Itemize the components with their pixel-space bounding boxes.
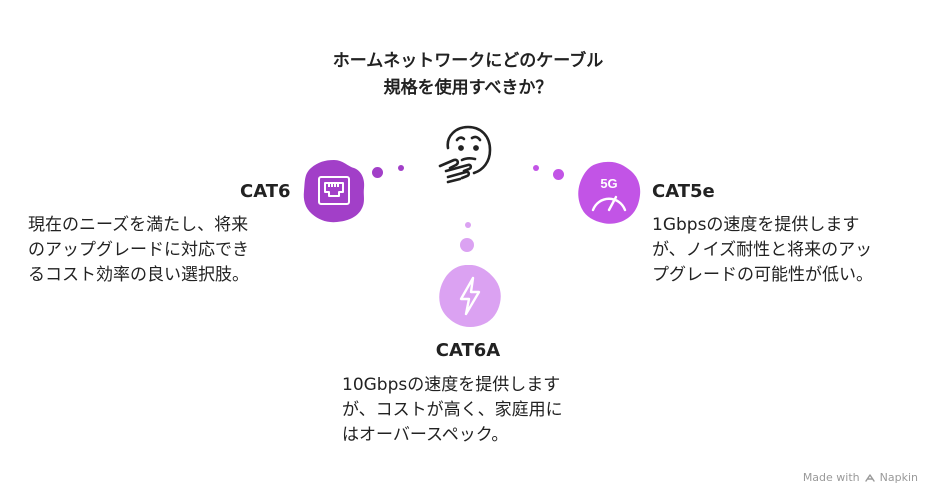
napkin-logo-icon bbox=[864, 473, 875, 482]
cat6a-desc-line-3: はオーバースペック。 bbox=[342, 425, 509, 445]
cat6-desc-line-1: 現在のニーズを満たし、将来 bbox=[28, 215, 249, 235]
cat6a-description: 10Gbpsの速度を提供します が、コストが高く、家庭用に はオーバースペック。 bbox=[342, 373, 563, 448]
cat6-icon-blob bbox=[303, 160, 365, 223]
cat5e-desc-line-2: が、ノイズ耐性と将来のアッ bbox=[652, 240, 873, 260]
title-line-2: 規格を使用すべきか？ bbox=[383, 78, 553, 98]
connector-dot bbox=[398, 165, 404, 171]
cat6a-title: CAT6A bbox=[435, 340, 501, 361]
cat5e-desc-line-1: 1Gbpsの速度を提供します bbox=[652, 215, 860, 235]
cat6a-icon-blob bbox=[439, 265, 501, 327]
connector-dot bbox=[465, 222, 471, 228]
diagram-title: ホームネットワークにどのケーブル 規格を使用すべきか？ bbox=[268, 48, 668, 102]
cat6-desc-line-2: のアップグレードに対応でき bbox=[28, 240, 249, 260]
5g-gauge-icon: 5G bbox=[591, 176, 627, 212]
cat6a-desc-line-2: が、コストが高く、家庭用に bbox=[342, 400, 563, 420]
lightning-bolt-icon bbox=[459, 276, 481, 316]
footer-brand: Napkin bbox=[879, 471, 918, 484]
cat6-description: 現在のニーズを満たし、将来 のアップグレードに対応でき るコスト効率の良い選択肢… bbox=[28, 213, 249, 288]
connector-dot bbox=[533, 165, 539, 171]
badge-5g: 5G bbox=[600, 176, 617, 191]
ethernet-port-icon bbox=[318, 176, 350, 205]
napkin-watermark[interactable]: Made with Napkin bbox=[803, 471, 918, 484]
connector-dot bbox=[553, 169, 564, 180]
cat5e-icon-blob: 5G bbox=[578, 161, 641, 224]
connector-dot bbox=[372, 167, 383, 178]
footer-made-with: Made with bbox=[802, 471, 860, 484]
connector-dot bbox=[460, 238, 474, 252]
cat5e-desc-line-3: プグレードの可能性が低い。 bbox=[652, 265, 873, 285]
cat6-title: CAT6 bbox=[240, 181, 291, 202]
thinking-face-icon bbox=[438, 125, 492, 184]
cat5e-title: CAT5e bbox=[652, 181, 715, 202]
cat6-desc-line-3: るコスト効率の良い選択肢。 bbox=[28, 265, 249, 285]
title-line-1: ホームネットワークにどのケーブル bbox=[332, 51, 604, 71]
cat5e-description: 1Gbpsの速度を提供します が、ノイズ耐性と将来のアッ プグレードの可能性が低… bbox=[652, 213, 873, 288]
cat6a-desc-line-1: 10Gbpsの速度を提供します bbox=[342, 375, 561, 395]
